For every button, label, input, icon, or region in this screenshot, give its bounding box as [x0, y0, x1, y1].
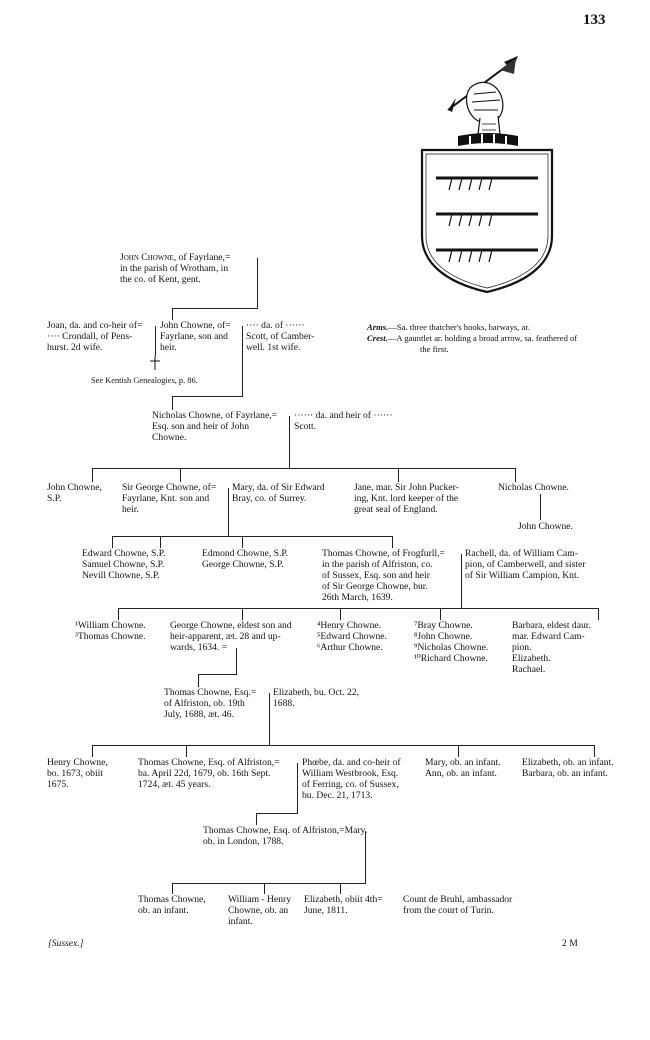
edward-samuel-nevill: Edward Chowne, S.P. Samuel Chowne, S.P. …	[82, 548, 166, 581]
shield-icon	[420, 148, 554, 294]
crest-blazon-continued: the first.	[420, 344, 449, 354]
thomas-chowne-frogfurll: Thomas Chowne, of Frogfurll,= in the par…	[322, 548, 445, 603]
william-henry-chowne: William - Henry Chowne, ob. an infant.	[228, 894, 292, 927]
mary-ann: Mary, ob. an infant. Ann, ob. an infant.	[425, 757, 501, 779]
john-chowne-son-of-nicholas: John Chowne.	[518, 521, 573, 532]
thomas-chowne-gen7: Thomas Chowne, Esq.= of Alfriston, ob. 1…	[164, 687, 257, 720]
elizabeth-gen10: Elizabeth, obiit 4th= June, 1811.	[304, 894, 383, 916]
henry-chowne-gen8: Henry Chowne, bo. 1673, obiit 1675.	[47, 757, 108, 790]
henry-edward-arthur: ⁴Henry Chowne. ⁵Edward Chowne. ⁶Arthur C…	[317, 620, 387, 653]
footer-sussex: [Sussex.]	[48, 938, 84, 949]
mary-bray: Mary, da. of Sir Edward Bray, co. of Sur…	[232, 482, 325, 504]
joan-crondall: Joan, da. and co-heir of= ···· Crondall,…	[47, 320, 143, 353]
george-chowne-heir: George Chowne, eldest son and heir-appar…	[170, 620, 292, 653]
footer-signature: 2 M	[562, 938, 578, 949]
john-chowne-sp: John Chowne, S.P.	[47, 482, 102, 504]
bray-john-nicholas-richard: ⁷Bray Chowne. ⁸John Chowne. ⁹Nicholas Ch…	[414, 620, 489, 664]
elizabeth-gen7: Elizabeth, bu. Oct. 22, 1688.	[273, 687, 360, 709]
jane-puckering: Jane, mar. Sir John Pucker- ing, Knt. lo…	[354, 482, 459, 515]
thomas-chowne-gen9: Thomas Chowne, Esq. of Alfriston,=Mary. …	[203, 825, 368, 847]
nicholas-chowne-gen3: Nicholas Chowne, of Fayrlane,= Esq. son …	[152, 410, 278, 443]
john-chowne-gen1: John Chowne, of Fayrlane,=	[120, 252, 231, 263]
arms-blazon: Arms.—Sa. three thatcher's hooks, barway…	[367, 322, 530, 332]
nicholas-chowne-gen4: Nicholas Chowne.	[498, 482, 569, 493]
rachell-campion: Rachell, da. of William Cam- pion, of Ca…	[465, 548, 586, 581]
john-chowne-gen2: John Chowne, of= Fayrlane, son and heir.	[160, 320, 231, 353]
john-chowne-gen1-line2: in the parish of Wrotham, in	[120, 263, 229, 274]
page-number: 133	[583, 12, 606, 28]
barbara-elizabeth-rachael: Barbara, eldest daur. mar. Edward Cam- p…	[512, 620, 591, 675]
thomas-chowne-gen10: Thomas Chowne, ob. an infant.	[138, 894, 206, 916]
john-chowne-gen1-line3: the co. of Kent, gent.	[120, 274, 201, 285]
william-thomas-chowne: ¹William Chowne. ³Thomas Chowne.	[75, 620, 146, 642]
thomas-chowne-gen8: Thomas Chowne, Esq. of Alfriston,= ba. A…	[138, 757, 280, 790]
sir-george-chowne: Sir George Chowne, of= Fayrlane, Knt. so…	[122, 482, 217, 515]
cross-icon	[150, 356, 160, 370]
edmond-george: Edmond Chowne, S.P. George Chowne, S.P.	[202, 548, 289, 570]
scott-heiress: ······ da. and heir of ······ Scott.	[294, 410, 393, 432]
crest-gauntlet-icon	[447, 56, 518, 146]
count-de-bruhl: Count de Bruhl, ambassador from the cour…	[403, 894, 513, 916]
crest-blazon: Crest.—A gauntlet ar. holding a broad ar…	[367, 333, 578, 343]
elizabeth-barbara: Elizabeth, ob. an infant. Barbara, ob. a…	[522, 757, 614, 779]
scott-first-wife: ···· da. of ······ Scott, of Camber- wel…	[246, 320, 315, 353]
kentish-genealogies-reference: See Kentish Genealogies, p. 86.	[91, 376, 198, 385]
phoebe-westbrook: Phœbe, da. and co-heir of William Westbr…	[302, 757, 401, 801]
